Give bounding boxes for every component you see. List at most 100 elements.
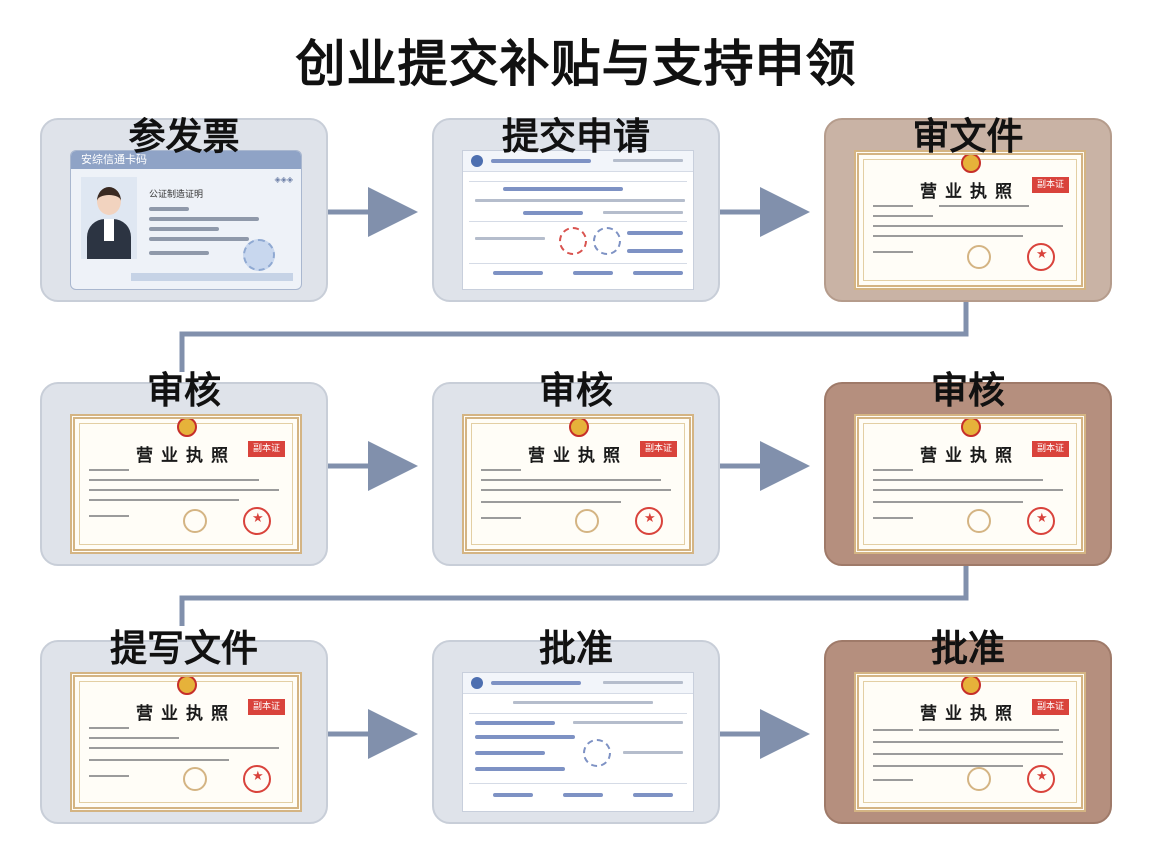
red-seal-icon [243, 507, 271, 535]
license-line [89, 747, 279, 749]
license-line [89, 737, 179, 739]
license-line [89, 759, 229, 761]
card-badge-icon: ◈◈◈ [274, 175, 293, 184]
form-subtitle-line [513, 701, 653, 704]
step-frame-7: 营业执照 副本证 [40, 640, 328, 824]
license-title: 营业执照 [920, 182, 1020, 202]
step-frame-9: 营业执照 副本证 [824, 640, 1112, 824]
national-emblem-icon [961, 677, 981, 695]
id-card-document: 安综信通卡码 ◈◈◈ 公证制造证明 [70, 150, 302, 290]
form-field [563, 793, 603, 797]
form-field [603, 211, 683, 214]
license-line [89, 469, 129, 471]
license-line [89, 515, 129, 517]
license-tag: 副本证 [1031, 177, 1069, 193]
license-title: 营业执照 [528, 446, 628, 466]
license-line [873, 489, 1063, 491]
license-line [873, 225, 1063, 227]
license-line [89, 727, 129, 729]
card-line [149, 227, 219, 231]
portrait-shirt [104, 219, 114, 241]
license-line [873, 501, 1023, 503]
national-emblem-icon [569, 419, 589, 437]
red-seal-icon [1027, 765, 1055, 793]
card-header: 安综信通卡码 [71, 151, 301, 169]
license-line [873, 215, 933, 217]
red-seal-icon [243, 765, 271, 793]
license-line [89, 489, 279, 491]
blue-stamp-icon [583, 739, 611, 767]
form-field [475, 767, 565, 771]
form-field [573, 721, 683, 724]
step-frame-6: 营业执照 副本证 [824, 382, 1112, 566]
form-header-line [491, 681, 581, 685]
business-license-document: 营业执照 副本证 [854, 672, 1086, 812]
license-line [873, 251, 913, 253]
form-logo-icon [471, 155, 483, 167]
form-rule [469, 263, 687, 264]
license-line [873, 779, 913, 781]
step-frame-4: 营业执照 副本证 [40, 382, 328, 566]
form-field [475, 199, 685, 202]
step-frame-2 [432, 118, 720, 302]
form-field [475, 751, 545, 755]
license-title: 营业执照 [136, 446, 236, 466]
portrait-head [97, 187, 121, 215]
business-license-document: 营业执照 副本证 [854, 150, 1086, 290]
form-rule [469, 181, 687, 182]
license-line [873, 753, 1063, 755]
step-frame-5: 营业执照 副本证 [432, 382, 720, 566]
gold-seal-icon [967, 767, 991, 791]
gold-seal-icon [967, 509, 991, 533]
license-title: 营业执照 [920, 704, 1020, 724]
license-tag: 副本证 [247, 441, 285, 457]
license-title: 营业执照 [136, 704, 236, 724]
license-line [481, 489, 671, 491]
form-field [523, 211, 583, 215]
license-tag: 副本证 [1031, 699, 1069, 715]
form-field [493, 793, 533, 797]
business-license-document: 营业执照 副本证 [70, 672, 302, 812]
diagram-title: 创业提交补贴与支持申领 [295, 35, 857, 93]
step-frame-8 [432, 640, 720, 824]
form-rule [469, 713, 687, 714]
license-line [873, 205, 913, 207]
step-frame-3: 营业执照 副本证 [824, 118, 1112, 302]
license-line [873, 729, 913, 731]
red-seal-icon [635, 507, 663, 535]
license-line [873, 479, 1043, 481]
form-field [623, 751, 683, 754]
license-line [481, 469, 521, 471]
license-line [873, 741, 1063, 743]
form-field [633, 271, 683, 275]
form-logo-icon [471, 677, 483, 689]
license-line [873, 517, 913, 519]
step-label-5: 审核 [539, 369, 613, 412]
license-line [89, 479, 259, 481]
gold-seal-icon [575, 509, 599, 533]
step-label-9: 批准 [931, 627, 1005, 670]
form-field [503, 187, 623, 191]
form-field [475, 721, 555, 725]
step-frame-1: 安综信通卡码 ◈◈◈ 公证制造证明 [40, 118, 328, 302]
red-seal-icon [1027, 507, 1055, 535]
gold-seal-icon [183, 509, 207, 533]
national-emblem-icon [177, 677, 197, 695]
form-field [627, 249, 683, 253]
license-tag: 副本证 [1031, 441, 1069, 457]
card-line [149, 217, 259, 221]
gold-seal-icon [967, 245, 991, 269]
portrait-photo [81, 177, 137, 259]
business-license-document: 营业执照 副本证 [854, 414, 1086, 554]
form-header-line [491, 159, 591, 163]
business-license-document: 营业执照 副本证 [462, 414, 694, 554]
red-seal-icon [1027, 243, 1055, 271]
step-label-8: 批准 [539, 627, 613, 670]
license-tag: 副本证 [247, 699, 285, 715]
license-line [481, 501, 621, 503]
national-emblem-icon [177, 419, 197, 437]
form-header-line [603, 681, 683, 684]
step-label-7: 提写文件 [110, 627, 258, 670]
step-label-2: 提交申请 [502, 115, 650, 158]
